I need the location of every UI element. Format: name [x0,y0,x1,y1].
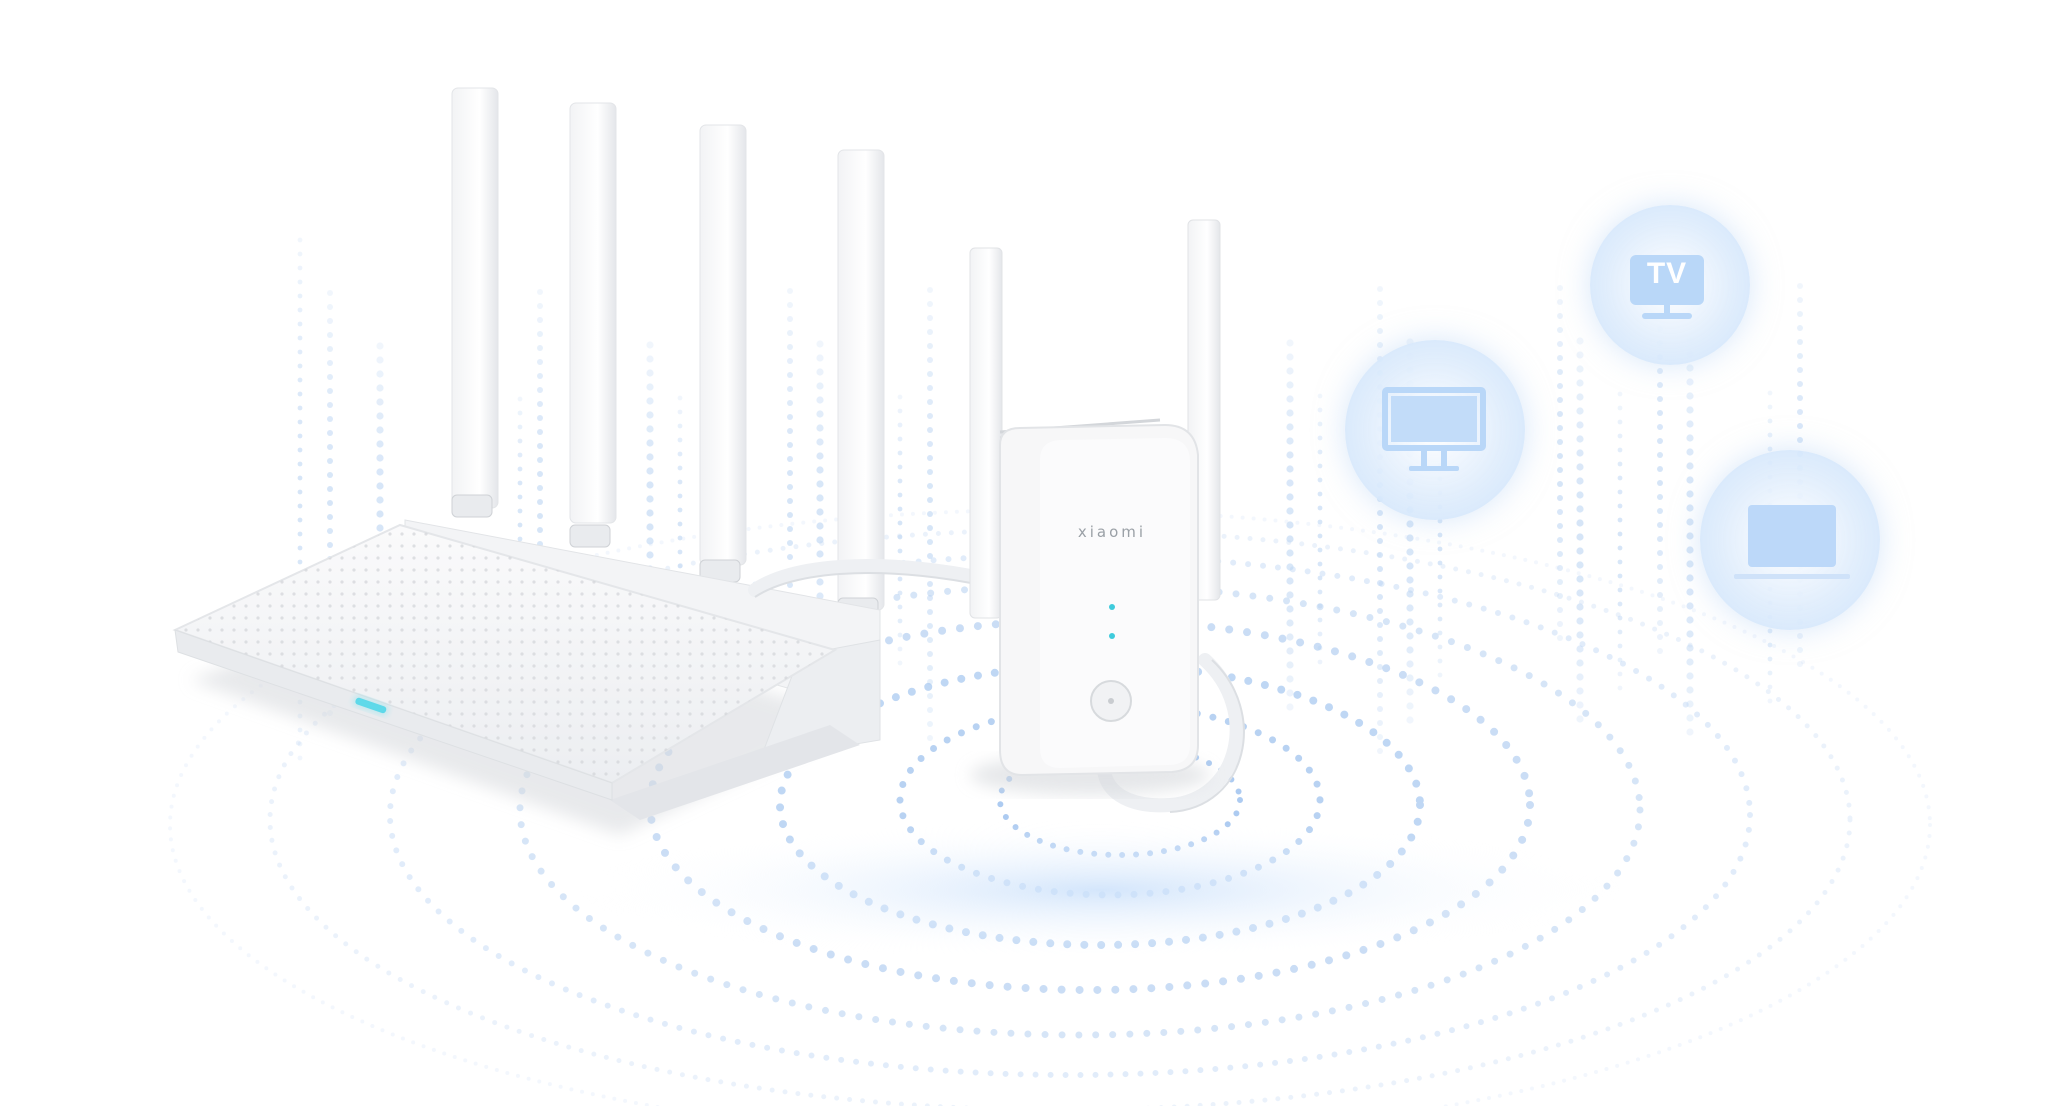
signal-glow [580,820,1620,960]
indicator-led-1 [1109,604,1115,610]
brand-label: xiaomi [1078,523,1146,541]
device-bubble-monitor [1345,340,1525,520]
tv-label: TV [1646,257,1688,290]
device-bubble-tv: TV [1590,205,1750,365]
tv-icon [1630,255,1704,319]
monitor-icon [1382,387,1486,471]
device-bubble-laptop [1700,450,1880,630]
range-extender: xiaomi [969,219,1221,795]
laptop-icon [1734,505,1850,579]
router [172,87,885,835]
indicator-led-2 [1109,633,1115,639]
